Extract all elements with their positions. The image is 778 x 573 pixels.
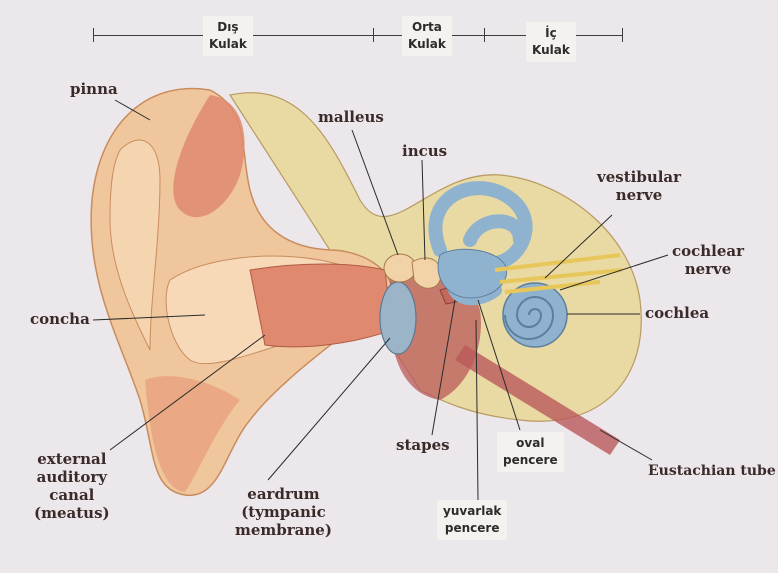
label-pinna: pinna [70,80,118,98]
label-incus: incus [402,142,447,160]
scale-tick [93,28,94,42]
malleus-shape [384,254,416,282]
label-malleus: malleus [318,108,384,126]
label-cochlea: cochlea [645,304,709,322]
label-eardrum: eardrum(tympanic membrane) [235,485,332,539]
incus-shape [412,258,441,288]
label-eustachian-tube: Eustachian tube [648,462,776,480]
scale-tick [484,28,485,42]
scale-tick [373,28,374,42]
label-concha: concha [30,310,90,328]
scale-tick [622,28,623,42]
auditory-canal [250,264,392,347]
label-stapes: stapes [396,436,450,454]
